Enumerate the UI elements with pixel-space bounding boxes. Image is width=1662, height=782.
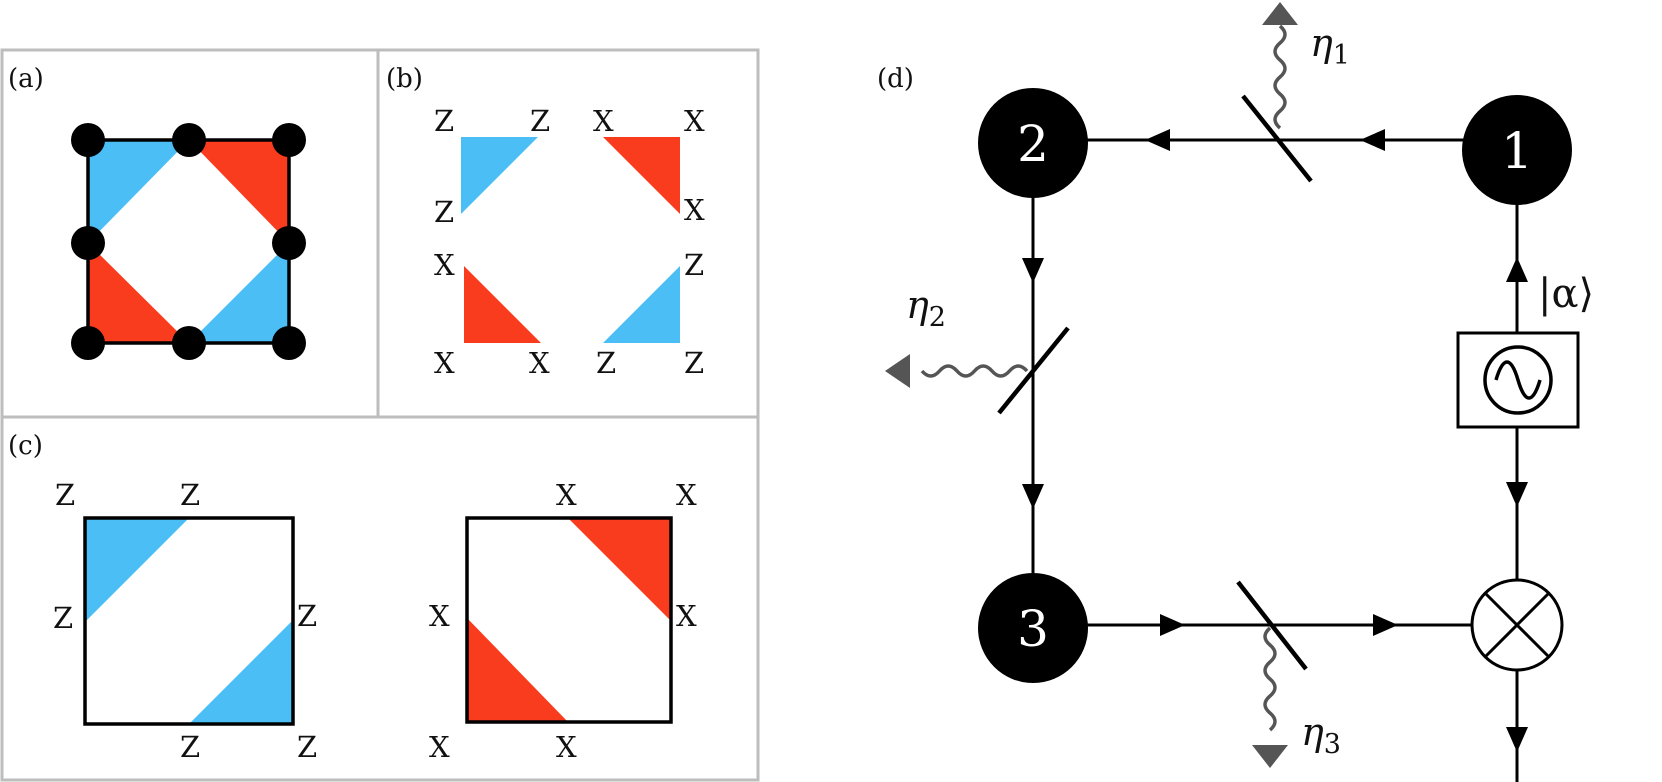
pauli-label: X: [434, 346, 455, 380]
beam-splitter-2: [997, 326, 1070, 415]
qubit-dot: [272, 123, 306, 157]
pauli-label: X: [529, 346, 550, 380]
beam-splitter-1: [1241, 94, 1313, 183]
z-plaquette: [189, 243, 289, 343]
qubit-dot: [71, 326, 105, 360]
qubit-dots: [71, 123, 306, 360]
coherent-source: [1456, 331, 1580, 429]
arrow-left-icon: [1360, 129, 1385, 151]
x-plaquette: [88, 243, 189, 343]
pauli-label: X: [434, 248, 455, 282]
loss-wave-2: [920, 364, 1029, 378]
pauli-label: Z: [53, 601, 73, 635]
qubit-dot: [71, 226, 105, 260]
boundary-square-x: [465, 516, 673, 724]
panel-a-frame: [0, 48, 380, 419]
qubit-dot: [71, 123, 105, 157]
pauli-label: X: [556, 478, 577, 512]
node-2: [978, 88, 1088, 198]
arrow-down-icon: [1506, 727, 1528, 752]
pauli-label: Z: [434, 104, 454, 138]
pauli-label: Z: [297, 599, 317, 633]
pauli-label: Z: [55, 478, 75, 512]
loss-arrowheads: [885, 2, 1298, 768]
pauli-label: Z: [684, 346, 704, 380]
pauli-label: X: [429, 730, 450, 764]
mode-nodes: 1 2 3: [978, 88, 1572, 683]
z-plaquette: [189, 620, 293, 724]
node-1: [1462, 95, 1572, 205]
qubit-dot: [172, 326, 206, 360]
panel-a: (a): [8, 64, 306, 360]
panel-c-label: (c): [8, 431, 43, 461]
arrow-left-icon: [1145, 129, 1170, 151]
loss-arrow-left-icon: [885, 354, 910, 388]
panel-d: (d): [877, 2, 1594, 782]
arrow-right-icon: [1160, 614, 1185, 636]
x-plaquette: [568, 518, 671, 621]
beam-splitter-3: [1236, 580, 1308, 671]
x-plaquette: [467, 618, 568, 722]
pauli-label: Z: [297, 730, 317, 764]
x-plaquette: [189, 140, 289, 243]
qubit-dot: [272, 326, 306, 360]
z-triangle: [603, 266, 680, 343]
pauli-label: X: [429, 599, 450, 633]
loss-arrow-down-icon: [1252, 745, 1288, 768]
loss-labels: η1 η2 η3: [906, 21, 1350, 760]
coherent-state-label: |α⟩: [1538, 271, 1594, 317]
pauli-label: X: [593, 104, 614, 138]
z-plaquette: [88, 140, 189, 243]
pauli-label: X: [556, 730, 577, 764]
pauli-label: Z: [434, 195, 454, 229]
pauli-label: Z: [684, 248, 704, 282]
panel-d-label: (d): [877, 64, 914, 94]
sine-wave-icon: [1494, 360, 1542, 400]
arrow-up-icon: [1506, 257, 1528, 282]
pauli-label: Z: [180, 730, 200, 764]
loss-channels: [920, 24, 1287, 732]
loss-wave-3: [1263, 626, 1277, 732]
loss-label-1: η1: [1310, 21, 1350, 71]
node-3-label: 3: [1017, 600, 1049, 658]
node-1-label: 1: [1501, 122, 1533, 180]
node-2-label: 2: [1017, 115, 1049, 173]
pauli-label: Z: [596, 346, 616, 380]
qubit-dot: [172, 123, 206, 157]
qubit-dot: [272, 226, 306, 260]
panel-c: (c) Z Z Z Z Z Z X X X X X X: [8, 431, 697, 764]
node-3: [978, 573, 1088, 683]
z-triangle: [461, 137, 538, 214]
mixer: [1470, 578, 1564, 672]
loss-label-3: η3: [1301, 710, 1341, 760]
x-triangle: [603, 137, 680, 214]
oscillator-icon: [1483, 345, 1553, 415]
boundary-square-z: [83, 516, 295, 726]
pauli-label: X: [676, 478, 697, 512]
pauli-label: X: [676, 599, 697, 633]
beam-splitters: [997, 94, 1313, 671]
pauli-label: Z: [180, 478, 200, 512]
pauli-label: X: [684, 193, 705, 227]
arrow-down-icon: [1022, 484, 1044, 509]
arrow-right-icon: [1373, 614, 1398, 636]
panel-c-frame: [0, 415, 760, 782]
loss-wave-1: [1273, 24, 1287, 130]
panel-frames: [0, 48, 760, 782]
loss-arrow-up-icon: [1262, 2, 1298, 25]
direction-arrows: [1022, 129, 1528, 752]
arrow-down-icon: [1506, 482, 1528, 507]
panel-b: (b) Z Z Z X X X X X X Z Z Z: [386, 64, 705, 380]
pauli-label: X: [684, 104, 705, 138]
arrow-down-icon: [1022, 258, 1044, 283]
z-plaquette: [85, 518, 189, 622]
panel-a-label: (a): [8, 64, 44, 94]
x-triangle: [464, 266, 541, 343]
panel-b-label: (b): [386, 64, 423, 94]
loss-label-2: η2: [906, 283, 946, 333]
mixer-cross-icon: [1483, 591, 1551, 659]
pauli-label: Z: [530, 104, 550, 138]
